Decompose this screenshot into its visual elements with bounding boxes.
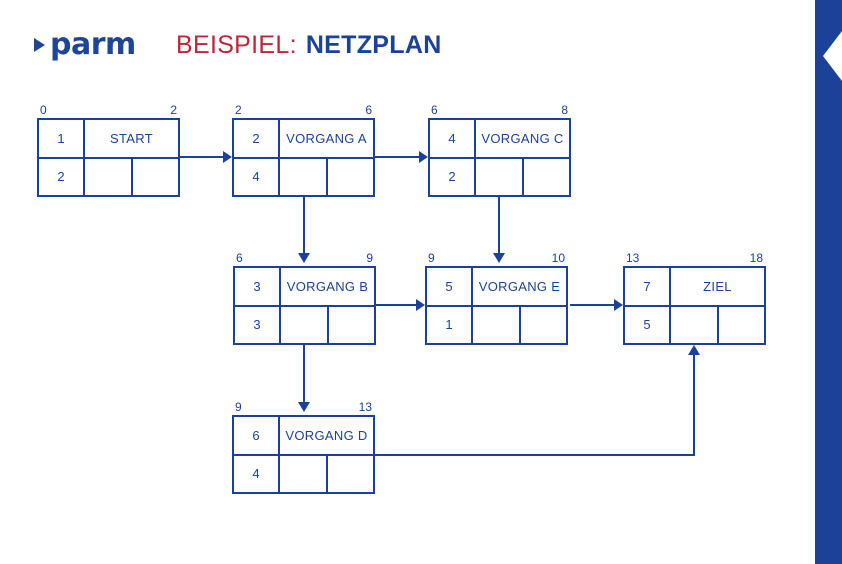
edge-vorgang-e-to-ziel — [570, 304, 616, 306]
node-vorgang-a[interactable]: 2 6 2 VORGANG A 4 — [232, 104, 375, 197]
node-start-float: 2 — [39, 158, 85, 195]
node-start-early-finish: 2 — [170, 103, 177, 117]
node-vorgang-c-bottom-row: 2 — [430, 158, 570, 196]
node-start-duration: 1 — [39, 120, 85, 157]
node-vorgang-e-empty-cell-1 — [473, 306, 521, 343]
node-vorgang-b-bottom-row: 3 — [235, 306, 375, 344]
node-vorgang-e-duration: 5 — [427, 268, 473, 305]
node-vorgang-e-empty-cell-2 — [521, 307, 567, 344]
node-vorgang-d-early-start: 9 — [235, 400, 242, 414]
node-vorgang-a-top-row: 2 VORGANG A — [234, 120, 373, 159]
edge-vorgang-b-to-vorgang-e — [376, 304, 418, 306]
node-vorgang-a-duration: 2 — [234, 120, 280, 157]
node-vorgang-d-label: VORGANG D — [285, 427, 368, 443]
node-start[interactable]: 0 2 1 START 2 — [37, 104, 180, 197]
right-blue-band — [815, 0, 842, 564]
edge-vorgang-b-to-vorgang-e-arrowhead — [416, 299, 425, 311]
node-vorgang-c-empty-cell-2 — [524, 159, 570, 196]
node-vorgang-d-empty-cell-1 — [280, 455, 328, 492]
node-vorgang-e-bottom-row: 1 — [427, 306, 567, 344]
node-ziel-duration: 7 — [625, 268, 671, 305]
node-vorgang-c-label: VORGANG C — [481, 130, 564, 146]
node-vorgang-b-float: 3 — [235, 306, 281, 343]
node-vorgang-d-top-row: 6 VORGANG D — [234, 417, 373, 456]
play-triangle-icon — [34, 38, 45, 52]
node-vorgang-a-empty-cell-1 — [280, 158, 328, 195]
node-start-bottom-row: 2 — [39, 158, 179, 196]
edge-vorgang-c-to-vorgang-e — [498, 197, 500, 255]
node-vorgang-e-top-row: 5 VORGANG E — [427, 268, 566, 307]
node-vorgang-c-float: 2 — [430, 158, 476, 195]
node-vorgang-e[interactable]: 9 10 5 VORGANG E 1 — [425, 252, 568, 345]
node-vorgang-d-duration: 6 — [234, 417, 280, 454]
node-vorgang-e-float: 1 — [427, 306, 473, 343]
node-start-empty-cell-1 — [85, 158, 133, 195]
node-vorgang-d-empty-cell-2 — [328, 456, 374, 493]
node-ziel-top-row: 7 ZIEL — [625, 268, 764, 307]
node-vorgang-c[interactable]: 6 8 4 VORGANG C 2 — [428, 104, 571, 197]
node-ziel-empty-cell-2 — [719, 307, 765, 344]
edge-vorgang-a-to-vorgang-b — [303, 197, 305, 255]
node-vorgang-b-empty-cell-1 — [281, 306, 329, 343]
edge-vorgang-d-to-ziel-arrowhead — [688, 345, 700, 355]
node-ziel-early-finish: 18 — [749, 251, 763, 265]
node-vorgang-a-early-finish: 6 — [365, 103, 372, 117]
node-vorgang-e-early-start: 9 — [428, 251, 435, 265]
node-ziel-bottom-row: 5 — [625, 306, 765, 344]
node-ziel-early-start: 13 — [626, 251, 640, 265]
edge-start-to-vorgang-a-arrowhead — [223, 151, 232, 163]
parm-logo: parm — [34, 30, 136, 60]
node-vorgang-b-label: VORGANG B — [286, 278, 369, 294]
node-ziel-float: 5 — [625, 306, 671, 343]
node-vorgang-b-early-finish: 9 — [366, 251, 373, 265]
edge-vorgang-c-to-vorgang-e-arrowhead — [493, 253, 505, 263]
logo-wordmark: parm — [50, 27, 136, 62]
title-main: NETZPLAN — [305, 31, 442, 59]
node-start-label: START — [110, 130, 153, 146]
edge-vorgang-e-to-ziel-arrowhead — [614, 299, 623, 311]
node-start-early-start: 0 — [40, 103, 47, 117]
title-prefix: BEISPIEL: — [176, 31, 297, 59]
node-vorgang-b-top-row: 3 VORGANG B — [235, 268, 374, 307]
node-vorgang-a-float: 4 — [234, 158, 280, 195]
page-header: parm BEISPIEL: NETZPLAN — [0, 0, 842, 92]
edge-vorgang-b-to-vorgang-d — [303, 345, 305, 404]
node-start-top-row: 1 START — [39, 120, 178, 159]
node-vorgang-e-label: VORGANG E — [478, 278, 561, 294]
node-vorgang-c-top-row: 4 VORGANG C — [430, 120, 569, 159]
edge-vorgang-d-to-ziel-vertical — [693, 355, 695, 455]
node-vorgang-a-empty-cell-2 — [328, 159, 374, 196]
node-vorgang-c-early-finish: 8 — [561, 103, 568, 117]
page-title: BEISPIEL: NETZPLAN — [176, 31, 442, 60]
node-vorgang-b-early-start: 6 — [236, 251, 243, 265]
node-vorgang-e-early-finish: 10 — [551, 251, 565, 265]
node-ziel-empty-cell-1 — [671, 306, 719, 343]
node-vorgang-c-duration: 4 — [430, 120, 476, 157]
node-vorgang-c-empty-cell-1 — [476, 158, 524, 195]
node-vorgang-b-empty-cell-2 — [329, 307, 375, 344]
edge-vorgang-a-to-vorgang-c — [375, 156, 420, 158]
chevron-left-icon — [823, 31, 842, 81]
node-vorgang-a-bottom-row: 4 — [234, 158, 374, 196]
node-vorgang-b-duration: 3 — [235, 268, 281, 305]
node-ziel[interactable]: 13 18 7 ZIEL 5 — [623, 252, 766, 345]
node-vorgang-d-early-finish: 13 — [358, 400, 372, 414]
edge-vorgang-a-to-vorgang-b-arrowhead — [298, 253, 310, 263]
edge-start-to-vorgang-a — [180, 156, 225, 158]
node-vorgang-d-float: 4 — [234, 455, 280, 492]
edge-vorgang-b-to-vorgang-d-arrowhead — [298, 402, 310, 412]
node-ziel-label: ZIEL — [703, 278, 732, 294]
node-vorgang-b[interactable]: 6 9 3 VORGANG B 3 — [233, 252, 376, 345]
node-vorgang-d[interactable]: 9 13 6 VORGANG D 4 — [232, 401, 375, 494]
node-vorgang-c-early-start: 6 — [431, 103, 438, 117]
node-start-empty-cell-2 — [133, 159, 179, 196]
node-vorgang-a-early-start: 2 — [235, 103, 242, 117]
node-vorgang-d-bottom-row: 4 — [234, 455, 374, 493]
edge-vorgang-a-to-vorgang-c-arrowhead — [419, 151, 428, 163]
node-vorgang-a-label: VORGANG A — [286, 130, 367, 146]
edge-vorgang-d-to-ziel-horizontal — [375, 454, 695, 456]
